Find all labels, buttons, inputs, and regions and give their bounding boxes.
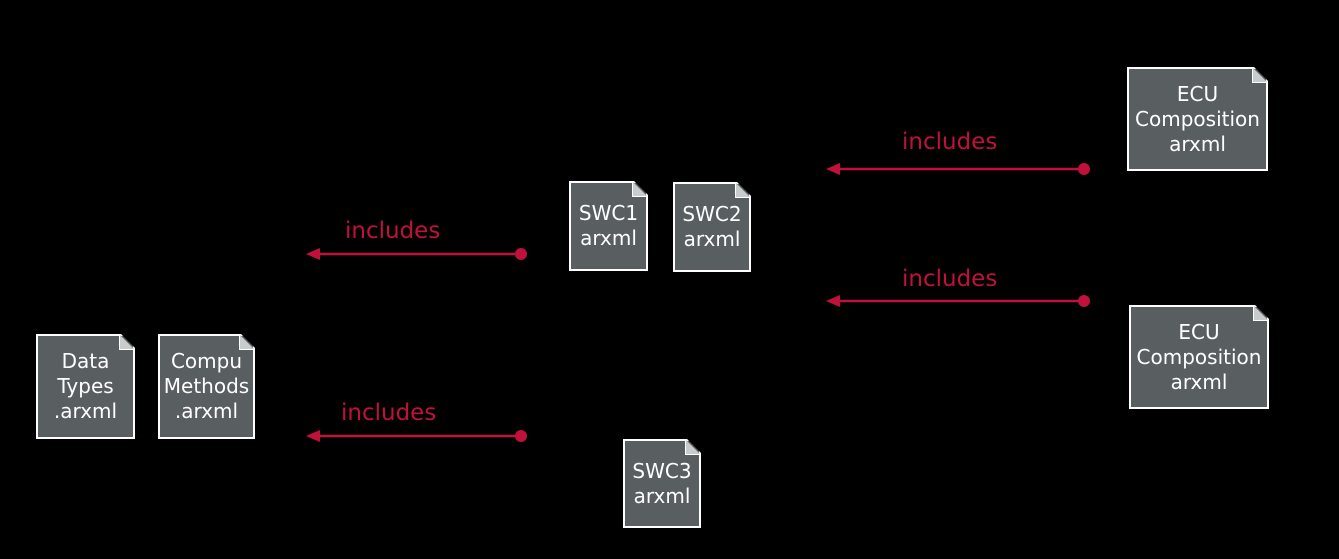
edge-arrowhead bbox=[306, 430, 320, 442]
document-label-line: arxml bbox=[1170, 369, 1228, 394]
edge-label-includes: includes bbox=[341, 400, 437, 426]
document-ecu-composition-upper[interactable]: ECU Composition arxml bbox=[1127, 67, 1268, 171]
document-swc2[interactable]: SWC2 arxml bbox=[673, 182, 751, 272]
edge-arrowhead bbox=[826, 295, 840, 307]
document-label-line: SWC3 bbox=[632, 458, 692, 483]
page-fold-icon bbox=[735, 182, 751, 198]
document-label-line: Data bbox=[61, 349, 110, 373]
edge-label-includes: includes bbox=[902, 266, 998, 292]
edge-origin-dot bbox=[1078, 295, 1090, 307]
edge-origin-dot bbox=[515, 248, 527, 260]
page-fold-icon bbox=[685, 439, 701, 455]
document-label-line: Compu bbox=[170, 349, 243, 373]
edge-label-includes: includes bbox=[902, 129, 998, 155]
edge-origin-dot bbox=[515, 430, 527, 442]
document-label-line: Composition bbox=[1136, 344, 1262, 369]
document-label-line: SWC1 bbox=[578, 201, 639, 225]
edge-label-includes: includes bbox=[345, 218, 441, 244]
document-label-line: arxml bbox=[683, 227, 741, 251]
document-label-line: Methods bbox=[163, 374, 250, 398]
document-label-line: arxml bbox=[580, 226, 637, 250]
edge-ecu-lower-includes bbox=[826, 295, 1090, 307]
document-label-line: .arxml bbox=[174, 399, 239, 423]
page-fold-icon bbox=[1253, 305, 1269, 321]
document-label-line: SWC2 bbox=[682, 202, 742, 226]
page-fold-icon bbox=[119, 334, 135, 350]
edge-swc-upper-includes bbox=[306, 248, 527, 260]
edge-origin-dot bbox=[1078, 163, 1090, 175]
page-fold-icon bbox=[239, 334, 255, 350]
document-label-line: arxml bbox=[1169, 131, 1226, 156]
document-label-line: Types bbox=[57, 374, 114, 398]
document-label-line: ECU bbox=[1178, 319, 1220, 344]
page-fold-icon bbox=[1252, 67, 1268, 83]
edge-arrowhead bbox=[306, 248, 320, 260]
document-swc1[interactable]: SWC1 arxml bbox=[569, 181, 648, 271]
document-swc3[interactable]: SWC3 arxml bbox=[623, 439, 701, 528]
document-label-line: .arxml bbox=[53, 399, 118, 423]
edge-arrowhead bbox=[826, 163, 840, 175]
document-compu-methods[interactable]: Compu Methods .arxml bbox=[158, 334, 255, 439]
document-ecu-composition-lower[interactable]: ECU Composition arxml bbox=[1129, 305, 1269, 409]
document-data-types[interactable]: Data Types .arxml bbox=[36, 334, 135, 439]
edge-swc-lower-includes bbox=[306, 430, 527, 442]
document-label-line: arxml bbox=[633, 483, 691, 508]
edge-ecu-upper-includes bbox=[826, 163, 1090, 175]
document-label-line: ECU bbox=[1176, 81, 1219, 106]
document-label-line: Composition bbox=[1135, 106, 1260, 131]
page-fold-icon bbox=[632, 181, 648, 197]
